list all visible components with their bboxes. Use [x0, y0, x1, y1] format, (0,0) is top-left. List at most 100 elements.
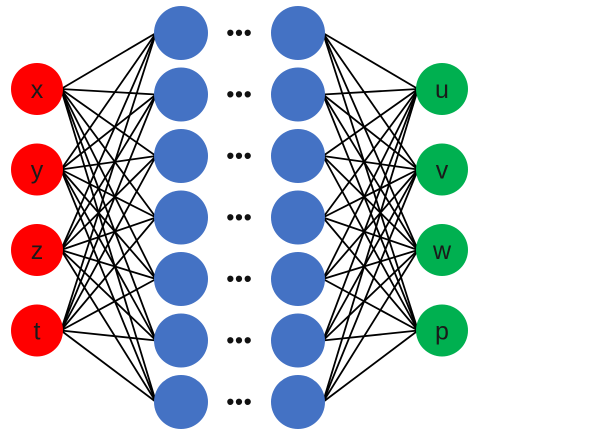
edge-hidden2-1-output-v: [322, 32, 419, 171]
hidden-ellipsis-7: •••: [226, 389, 252, 414]
hidden2-node-7: [271, 375, 325, 429]
output-node-circle: [416, 224, 468, 276]
edge-hidden2-5-output-w: [322, 249, 419, 280]
input-node-label: z: [31, 237, 44, 265]
edge-input-y-hidden1-5: [60, 168, 157, 280]
edge-hidden2-5-output-u: [322, 88, 419, 280]
output-node-circle: [416, 63, 468, 115]
edge-input-x-hidden1-4: [60, 88, 157, 219]
hidden2-node-3: [271, 129, 325, 183]
hidden1-node-6: [154, 313, 208, 368]
edge-input-t-hidden1-3: [60, 155, 157, 331]
edge-input-z-hidden1-2: [60, 94, 157, 251]
edge-hidden2-7-output-v: [322, 169, 419, 403]
edge-hidden2-7-output-w: [322, 249, 419, 403]
hidden1-node-1: [154, 6, 208, 60]
hidden-ellipsis-6: •••: [226, 328, 252, 353]
edge-hidden2-4-output-w: [322, 216, 419, 251]
input-node-circle: [11, 143, 63, 196]
edge-input-t-hidden1-1: [60, 32, 157, 331]
input-node-y: y: [11, 143, 63, 196]
output-node-label: u: [435, 76, 449, 104]
edge-hidden2-3-output-u: [322, 88, 419, 157]
edge-hidden2-7-output-p: [322, 329, 419, 403]
edge-hidden2-4-output-u: [322, 88, 419, 219]
edge-input-z-hidden1-3: [60, 155, 157, 251]
edge-input-y-hidden1-7: [60, 169, 157, 403]
edge-hidden2-4-output-p: [322, 216, 419, 332]
output-node-circle: [416, 143, 468, 196]
edge-input-t-hidden1-5: [60, 278, 157, 332]
edge-hidden2-6-output-v: [322, 169, 419, 341]
edge-input-y-hidden1-3: [60, 155, 157, 171]
hidden2-node-6: [271, 313, 325, 368]
edge-input-y-hidden1-1: [60, 32, 157, 171]
edge-input-z-hidden1-7: [60, 249, 157, 403]
edge-input-t-hidden1-6: [60, 329, 157, 342]
output-node-v: v: [416, 143, 468, 196]
output-node-p: p: [416, 304, 468, 357]
hidden1-node-5: [154, 252, 208, 306]
edge-hidden2-3-output-v: [322, 155, 419, 171]
input-node-circle: [11, 304, 63, 357]
input-node-z: z: [11, 224, 63, 276]
edge-hidden2-5-output-p: [322, 278, 419, 332]
edge-input-x-hidden1-2: [60, 88, 157, 96]
edge-input-y-hidden1-4: [60, 168, 157, 219]
output-node-label: w: [432, 237, 452, 265]
hidden1-node-2: [154, 67, 208, 122]
edge-input-z-hidden1-1: [60, 32, 157, 251]
edge-hidden2-6-output-w: [322, 249, 419, 342]
output-node-label: v: [436, 157, 449, 185]
edge-hidden2-1-output-p: [322, 32, 419, 331]
edge-input-z-hidden1-4: [60, 216, 157, 251]
edge-hidden2-4-output-v: [322, 168, 419, 219]
edge-input-x-hidden1-3: [60, 88, 157, 157]
edge-input-z-hidden1-5: [60, 249, 157, 280]
connection-lines: [60, 32, 419, 403]
output-node-label: p: [435, 318, 449, 346]
edge-input-x-hidden1-7: [60, 88, 157, 403]
input-node-circle: [11, 224, 63, 276]
hidden1-node-3: [154, 129, 208, 183]
output-node-u: u: [416, 63, 468, 115]
edge-hidden2-2-output-v: [322, 93, 419, 171]
hidden2-node-2: [271, 67, 325, 122]
edge-input-t-hidden1-7: [60, 329, 157, 403]
edge-input-y-hidden1-2: [60, 93, 157, 171]
edge-hidden2-2-output-u: [322, 88, 419, 96]
hidden-ellipsis-3: •••: [226, 143, 252, 168]
edge-hidden2-6-output-u: [322, 88, 419, 341]
input-node-circle: [11, 63, 63, 115]
output-node-circle: [416, 304, 468, 357]
edge-hidden2-1-output-w: [322, 32, 419, 251]
input-node-t: t: [11, 304, 63, 357]
edge-input-t-hidden1-2: [60, 94, 157, 331]
hidden-ellipsis-5: •••: [226, 266, 252, 291]
hidden1-node-4: [154, 190, 208, 245]
edge-hidden2-5-output-v: [322, 168, 419, 280]
input-node-x: x: [11, 63, 63, 115]
edge-hidden2-2-output-w: [322, 94, 419, 251]
network-nodes: x y z t u v w p: [11, 6, 468, 429]
hidden2-node-4: [271, 190, 325, 245]
hidden-ellipsis-2: •••: [226, 82, 252, 107]
output-node-w: w: [416, 224, 468, 276]
hidden1-node-7: [154, 375, 208, 429]
input-node-label: x: [31, 76, 44, 104]
input-node-label: y: [31, 157, 44, 185]
hidden-layer-ellipses: ••• ••• ••• ••• ••• ••• •••: [226, 20, 252, 414]
edge-input-x-hidden1-1: [60, 32, 157, 90]
hidden-ellipsis-1: •••: [226, 20, 252, 45]
hidden2-node-5: [271, 252, 325, 306]
edge-hidden2-6-output-p: [322, 329, 419, 342]
edge-input-z-hidden1-6: [60, 249, 157, 342]
edge-hidden2-1-output-u: [322, 32, 419, 90]
input-node-label: t: [34, 318, 41, 346]
edge-hidden2-3-output-w: [322, 155, 419, 251]
edge-hidden2-7-output-u: [322, 88, 419, 403]
edge-input-y-hidden1-6: [60, 169, 157, 341]
hidden-ellipsis-4: •••: [226, 205, 252, 230]
hidden2-node-1: [271, 6, 325, 60]
